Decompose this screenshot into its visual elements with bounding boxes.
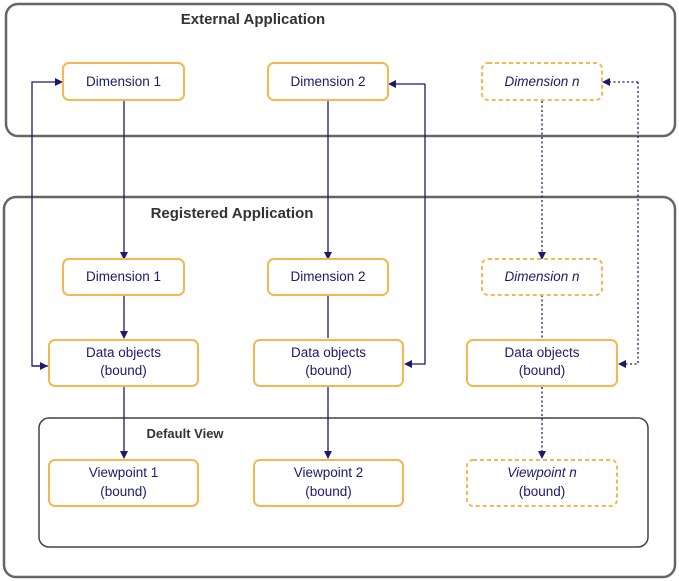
default-view-title: Default View [146, 426, 224, 441]
node-ext-dimension-n[interactable]: Dimension n [481, 62, 603, 101]
node-viewpoint-n-line2: (bound) [519, 484, 566, 499]
connectors [31, 78, 639, 459]
node-ext-dimension-1-label: Dimension 1 [86, 74, 161, 89]
node-data-objects-n[interactable]: Data objects (bound) [466, 339, 618, 387]
node-data-objects-n-line1: Data objects [504, 345, 579, 360]
node-viewpoint-2-line2: (bound) [305, 484, 352, 499]
node-data-objects-2-line1: Data objects [291, 345, 366, 360]
node-viewpoint-1-line1: Viewpoint 1 [89, 465, 159, 480]
node-reg-dimension-2-label: Dimension 2 [290, 269, 365, 284]
arrow-loop-to-data2 [404, 84, 426, 368]
node-data-objects-n-line2: (bound) [519, 363, 566, 378]
node-viewpoint-n[interactable]: Viewpoint n (bound) [466, 459, 618, 507]
node-viewpoint-1[interactable]: Viewpoint 1 (bound) [48, 459, 199, 507]
node-viewpoint-1-line2: (bound) [100, 484, 147, 499]
node-ext-dimension-n-label: Dimension n [504, 74, 579, 89]
node-data-objects-1-line1: Data objects [86, 345, 161, 360]
node-ext-dimension-2[interactable]: Dimension 2 [267, 62, 389, 101]
node-reg-dimension-n[interactable]: Dimension n [481, 258, 603, 296]
node-data-objects-1[interactable]: Data objects (bound) [48, 339, 199, 387]
node-viewpoint-n-line1: Viewpoint n [507, 465, 577, 480]
node-ext-dimension-2-label: Dimension 2 [290, 74, 365, 89]
node-ext-dimension-1[interactable]: Dimension 1 [62, 62, 185, 101]
node-data-objects-2[interactable]: Data objects (bound) [253, 339, 404, 387]
node-viewpoint-2-line1: Viewpoint 2 [294, 465, 364, 480]
node-data-objects-1-line2: (bound) [100, 363, 147, 378]
node-viewpoint-2[interactable]: Viewpoint 2 (bound) [253, 459, 404, 507]
node-reg-dimension-n-label: Dimension n [504, 269, 579, 284]
node-reg-dimension-2[interactable]: Dimension 2 [267, 258, 389, 296]
node-reg-dimension-1[interactable]: Dimension 1 [62, 258, 185, 296]
node-data-objects-2-line2: (bound) [305, 363, 352, 378]
node-reg-dimension-1-label: Dimension 1 [86, 269, 161, 284]
external-application-title: External Application [181, 11, 325, 28]
registered-application-title: Registered Application [151, 205, 314, 222]
